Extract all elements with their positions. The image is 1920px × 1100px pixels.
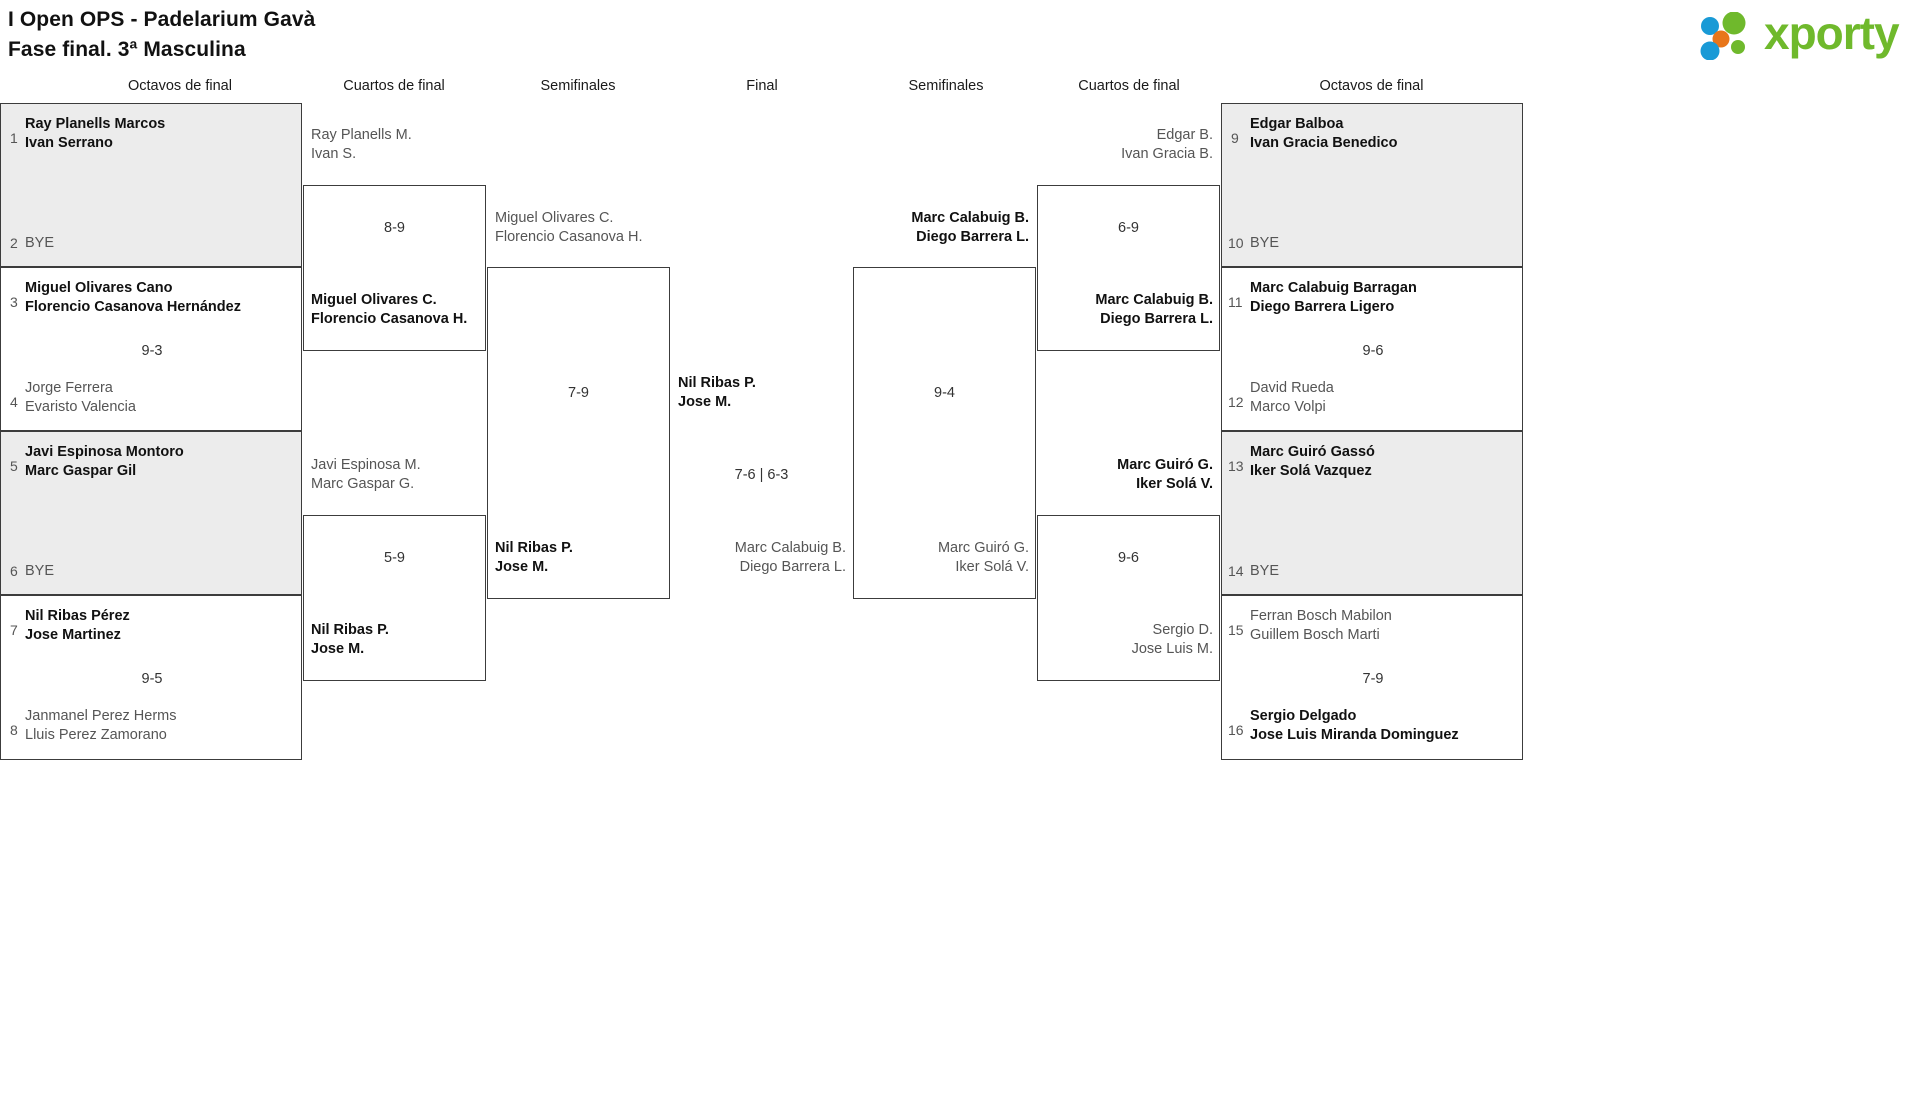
round-header-semis-right: Semifinales (908, 78, 984, 94)
seed-number: 12 (1228, 394, 1244, 410)
team-bye: BYE (1250, 563, 1280, 579)
match-score: 9-5 (141, 671, 163, 687)
team-bye: BYE (1250, 235, 1280, 251)
seed-number: 15 (1228, 622, 1244, 638)
tournament-name: I Open OPS - Padelarium Gavà (8, 8, 316, 31)
match-score: 9-3 (141, 343, 163, 359)
match-cell-15-16[interactable]: 15 Ferran Bosch Mabilon Guillem Bosch Ma… (1221, 595, 1523, 760)
qf-team-left-1: Ray Planells M. Ivan S. (311, 127, 412, 162)
team-names: Edgar Balboa Ivan Gracia Benedico (1250, 116, 1398, 151)
sf-team-left-1: Miguel Olivares C. Florencio Casanova H. (495, 210, 643, 245)
seed-number: 10 (1228, 235, 1244, 251)
round-header-final: Final (746, 78, 778, 94)
sf-score-right: 9-4 (934, 385, 955, 401)
qf-team-left-3: Javi Espinosa M. Marc Gaspar G. (311, 457, 421, 492)
seed-number: 9 (1231, 130, 1239, 146)
seed-number: 14 (1228, 563, 1244, 579)
logo-dots-icon (1700, 12, 1746, 60)
sf-score-left: 7-9 (568, 385, 589, 401)
match-cell-1-2[interactable]: 1 Ray Planells Marcos Ivan Serrano 2 BYE (0, 103, 302, 267)
match-score: 7-9 (1362, 671, 1384, 687)
qf-box-left-top[interactable] (303, 185, 486, 351)
team-names: Sergio Delgado Jose Luis Miranda Domingu… (1250, 708, 1459, 743)
team-names: Janmanel Perez Herms Lluis Perez Zamoran… (25, 708, 177, 743)
team-names: Nil Ribas Pérez Jose Martinez (25, 608, 130, 643)
sf-box-left[interactable] (487, 267, 670, 599)
tournament-phase: Fase final. 3ª Masculina (8, 38, 246, 61)
team-names: Ray Planells Marcos Ivan Serrano (25, 116, 166, 151)
match-cell-11-12[interactable]: 11 Marc Calabuig Barragan Diego Barrera … (1221, 267, 1523, 431)
round-header-cuartos-left: Cuartos de final (343, 78, 445, 94)
qf-score-right-top: 6-9 (1118, 220, 1139, 236)
qf-score-left-bottom: 5-9 (384, 550, 405, 566)
round-header-semis-left: Semifinales (540, 78, 616, 94)
match-cell-5-6[interactable]: 5 Javi Espinosa Montoro Marc Gaspar Gil … (0, 431, 302, 595)
final-score: 7-6 | 6-3 (734, 467, 789, 483)
round-header-octavos-left: Octavos de final (128, 78, 232, 94)
seed-number: 6 (10, 563, 18, 579)
page-title: I Open OPS - Padelarium Gavà Fase final.… (8, 5, 315, 65)
team-names: David Rueda Marco Volpi (1250, 380, 1334, 415)
round-header-octavos-right: Octavos de final (1319, 78, 1424, 94)
qf-team-left-2: Miguel Olivares C. Florencio Casanova H. (311, 292, 468, 327)
seed-number: 5 (10, 458, 18, 474)
final-team-top: Nil Ribas P. Jose M. (678, 375, 756, 410)
team-names: Ferran Bosch Mabilon Guillem Bosch Marti (1250, 608, 1392, 643)
team-names: Marc Calabuig Barragan Diego Barrera Lig… (1250, 280, 1417, 315)
qf-box-right-bottom[interactable] (1037, 515, 1220, 681)
seed-number: 16 (1228, 722, 1244, 738)
final-team-bottom: Marc Calabuig B. Diego Barrera L. (734, 540, 846, 575)
team-names: Marc Guiró Gassó Iker Solá Vazquez (1250, 444, 1375, 479)
logo-wordmark: xporty (1764, 7, 1900, 59)
qf-score-right-bottom: 9-6 (1118, 550, 1139, 566)
match-cell-7-8[interactable]: 7 Nil Ribas Pérez Jose Martinez 9-5 8 Ja… (0, 595, 302, 760)
match-cell-9-10[interactable]: 9 Edgar Balboa Ivan Gracia Benedico 10 B… (1221, 103, 1523, 267)
match-cell-3-4[interactable]: 3 Miguel Olivares Cano Florencio Casanov… (0, 267, 302, 431)
seed-number: 8 (10, 722, 18, 738)
seed-number: 3 (10, 294, 18, 310)
match-score: 9-6 (1362, 343, 1384, 359)
sf-team-right-1: Marc Calabuig B. Diego Barrera L. (911, 210, 1029, 245)
team-bye: BYE (25, 563, 55, 579)
team-names: Miguel Olivares Cano Florencio Casanova … (25, 280, 241, 315)
seed-number: 7 (10, 622, 18, 638)
seed-number: 1 (10, 130, 18, 146)
round-header-cuartos-right: Cuartos de final (1078, 78, 1180, 94)
qf-team-right-1: Edgar B. Ivan Gracia B. (1121, 127, 1213, 162)
match-cell-13-14[interactable]: 13 Marc Guiró Gassó Iker Solá Vazquez 14… (1221, 431, 1523, 595)
team-names: Javi Espinosa Montoro Marc Gaspar Gil (25, 444, 184, 479)
qf-team-right-2: Marc Calabuig B. Diego Barrera L. (1095, 292, 1213, 327)
sf-team-right-2: Marc Guiró G. Iker Solá V. (937, 540, 1029, 575)
team-names: Jorge Ferrera Evaristo Valencia (25, 380, 136, 415)
sf-box-right[interactable] (853, 267, 1036, 599)
qf-team-left-4: Nil Ribas P. Jose M. (311, 622, 389, 657)
qf-team-right-4: Sergio D. Jose Luis M. (1131, 622, 1213, 657)
qf-box-left-bottom[interactable] (303, 515, 486, 681)
seed-number: 11 (1228, 294, 1243, 310)
sf-team-left-2: Nil Ribas P. Jose M. (495, 540, 573, 575)
qf-box-right-top[interactable] (1037, 185, 1220, 351)
qf-team-right-3: Marc Guiró G. Iker Solá V. (1117, 457, 1213, 492)
qf-score-left-top: 8-9 (384, 220, 405, 236)
seed-number: 13 (1228, 458, 1244, 474)
seed-number: 4 (10, 394, 18, 410)
seed-number: 2 (10, 235, 18, 251)
team-bye: BYE (25, 235, 55, 251)
xporty-logo: xporty (1698, 7, 1906, 62)
